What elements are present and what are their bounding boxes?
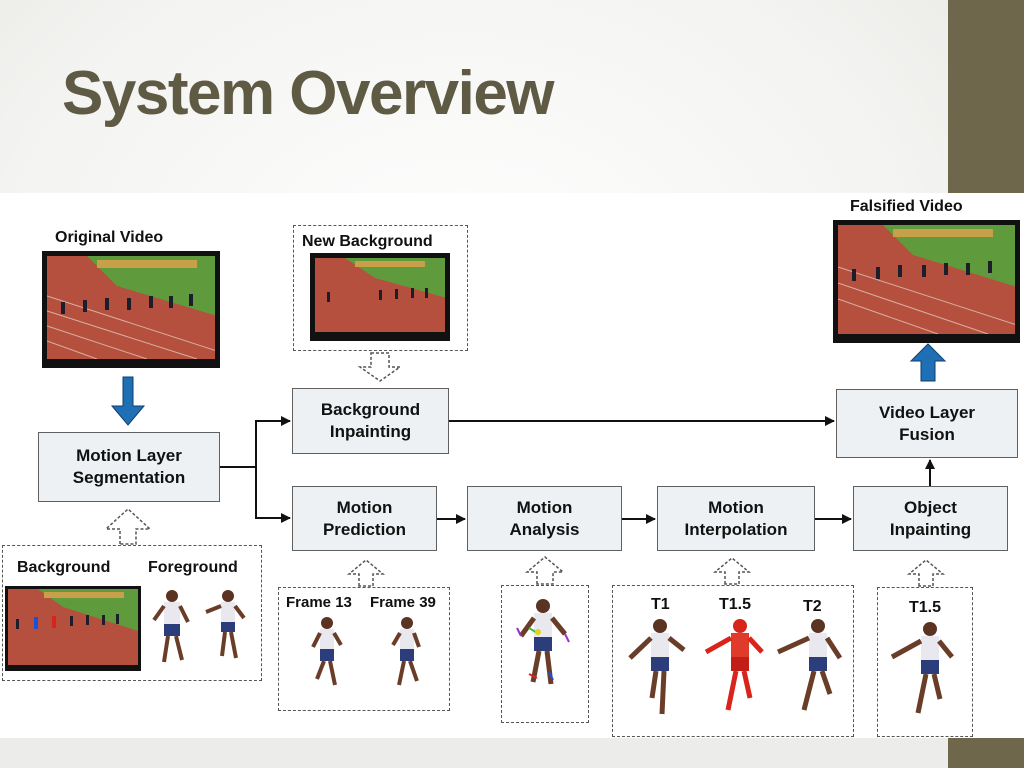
slide-title: System Overview <box>62 59 555 128</box>
t2-label: T2 <box>803 598 822 615</box>
bottom-strip <box>0 738 948 768</box>
foreground-label: Foreground <box>148 559 238 576</box>
new-background-label: New Background <box>302 233 433 250</box>
hollow-arrow-analysis <box>524 556 566 585</box>
motion-analysis-box: Motion Analysis <box>467 486 622 551</box>
falsified-video-thumbnail <box>833 220 1020 343</box>
new-background-panel <box>293 225 468 351</box>
t1-5-label: T1.5 <box>719 596 752 613</box>
object-t1-5-label: T1.5 <box>909 599 942 616</box>
new-background-image <box>315 258 445 332</box>
frame-39-label: Frame 39 <box>370 594 436 611</box>
video-layer-fusion-box: Video Layer Fusion <box>836 389 1018 458</box>
frame-13-runner <box>311 617 343 686</box>
diagram-connectors <box>104 343 954 715</box>
arrow-to-bg-inpainting <box>220 416 291 468</box>
object-inpainting-panel <box>877 587 973 737</box>
frame-13-label: Frame 13 <box>286 594 352 611</box>
original-video-thumbnail <box>42 251 220 368</box>
hollow-arrow-prediction <box>346 559 386 587</box>
t1-label: T1 <box>651 596 670 613</box>
hollow-arrow-interpolation <box>712 557 752 585</box>
motion-layer-segmentation-box: Motion Layer Segmentation <box>38 432 220 502</box>
interpolation-panel <box>612 585 854 737</box>
hollow-arrow-object <box>906 559 946 587</box>
background-inpainting-box: Background Inpainting <box>292 388 449 454</box>
t1-runner <box>628 619 686 715</box>
system-diagram: Original Video New Background Falsified … <box>0 193 1024 738</box>
t1-5-red-runner <box>704 619 764 711</box>
new-background-thumbnail <box>310 253 450 341</box>
segmented-background-image <box>8 589 138 665</box>
object-inpainted-runner <box>890 622 954 714</box>
motion-interpolation-box: Motion Interpolation <box>657 486 815 551</box>
object-inpainting-box: Object Inpainting <box>853 486 1008 551</box>
runner-figures <box>152 590 954 715</box>
track-scene-image <box>47 256 215 359</box>
original-video-label: Original Video <box>55 229 164 246</box>
foreground-runner-2 <box>205 590 246 659</box>
falsified-video-image <box>838 225 1015 334</box>
background-label: Background <box>17 559 111 576</box>
segmented-background-thumbnail <box>5 586 141 671</box>
arrow-to-motion-prediction <box>255 467 291 523</box>
t2-runner <box>776 619 843 711</box>
foreground-runner-1 <box>152 590 190 663</box>
hollow-arrow-segmentation <box>104 507 152 545</box>
motion-analysis-panel <box>501 585 589 723</box>
motion-analysis-runner <box>516 599 570 685</box>
segmentation-output-panel <box>2 545 262 681</box>
frames-panel <box>278 587 450 711</box>
falsified-video-label: Falsified Video <box>850 198 963 215</box>
motion-prediction-box: Motion Prediction <box>292 486 437 551</box>
hollow-arrow-new-bg <box>357 352 403 382</box>
frame-39-runner <box>391 617 421 686</box>
blue-up-arrow <box>909 343 947 382</box>
blue-down-arrow <box>110 376 146 426</box>
